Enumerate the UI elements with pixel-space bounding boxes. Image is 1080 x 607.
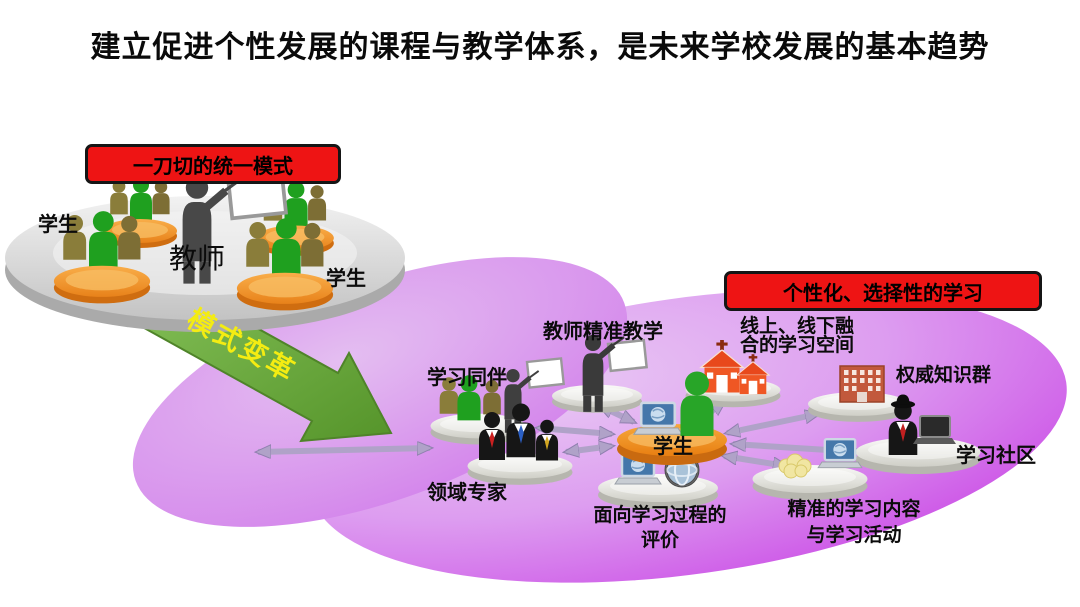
label-process-evaluation: 面向学习过程的 评价 <box>585 503 735 553</box>
label-precise-content-line2: 与学习活动 <box>806 524 902 546</box>
label-precise-content: 精准的学习内容 与学习活动 <box>772 496 936 548</box>
label-students-right: 学生 <box>326 266 366 290</box>
label-precise-content-line1: 精准的学习内容 <box>787 498 921 520</box>
label-teacher: 教师 <box>169 242 226 275</box>
label-blended-space-line1: 线上、线下融 <box>740 315 855 337</box>
dark-laptop-icon <box>913 415 956 444</box>
laptop-icon <box>816 438 864 469</box>
label-process-evaluation-line1: 面向学习过程的 <box>593 504 727 526</box>
label-blended-space-line2: 合的学习空间 <box>740 334 855 356</box>
label-process-evaluation-line2: 评价 <box>640 529 679 551</box>
node-learning-community <box>855 394 981 475</box>
old-model-banner: 一刀切的统一模式 <box>85 144 341 184</box>
hat-person-icon <box>888 394 918 455</box>
label-peers: 学习同伴 <box>427 365 507 389</box>
label-authority-knowledge: 权威知识群 <box>896 364 992 386</box>
suit-person-icon <box>479 412 505 460</box>
suit-person-icon <box>535 419 559 461</box>
label-learning-community: 学习社区 <box>956 443 1036 467</box>
label-blended-space: 线上、线下融 合的学习空间 <box>740 317 854 355</box>
student-table-group <box>237 218 333 310</box>
center-student-node <box>617 371 727 465</box>
building-icon <box>839 365 885 403</box>
slide-title: 建立促进个性发展的课程与教学体系，是未来学校发展的基本趋势 <box>90 30 990 65</box>
label-students-left: 学生 <box>38 212 78 236</box>
suit-person-icon <box>506 403 536 458</box>
label-center-student: 学生 <box>653 434 693 458</box>
label-domain-experts: 领域专家 <box>427 480 507 504</box>
whiteboard-icon <box>525 357 565 389</box>
new-model-banner: 个性化、选择性的学习 <box>724 271 1042 311</box>
student-figure-icon <box>680 371 714 436</box>
label-precision-teaching: 教师精准教学 <box>543 319 663 343</box>
node-domain-experts <box>467 403 573 485</box>
